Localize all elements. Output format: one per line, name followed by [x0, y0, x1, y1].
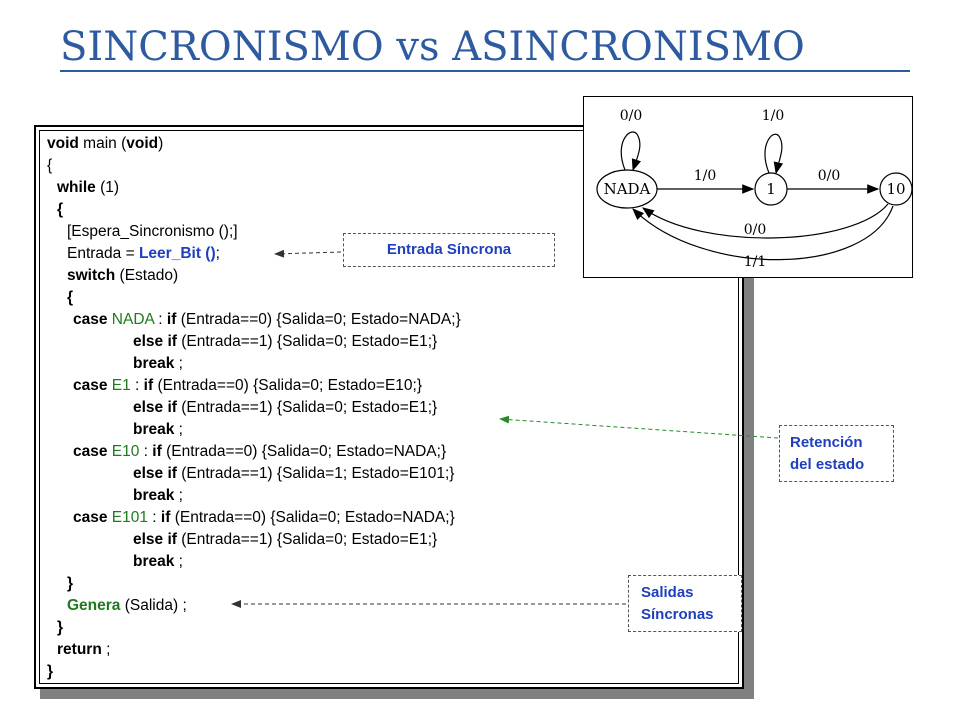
self-loop-nada [620, 131, 641, 172]
code-line-12: case E1 : if (Entrada==0) {Salida=0; Est… [73, 377, 423, 394]
label-10-to-nada-a: 0/0 [744, 222, 767, 238]
slide-title: SINCRONISMO vs ASINCRONISMO [60, 24, 805, 70]
label-10-to-nada-b: 1/1 [744, 254, 767, 270]
code-line-21: } [67, 575, 74, 592]
callout-entrada-sincrona: Entrada Síncrona [343, 233, 555, 267]
state-nada-label: NADA [604, 180, 651, 198]
code-line-14: break ; [133, 421, 183, 438]
arrow-10-to-nada-b [632, 205, 894, 261]
callout-entrada-text: Entrada Síncrona [386, 241, 512, 258]
callout-retencion-line2: del estado [790, 456, 865, 473]
callout-retencion-estado: Retención del estado [779, 425, 894, 482]
code-line-17: break ; [133, 487, 183, 504]
state-10-label: 10 [886, 180, 905, 198]
code-line-1: void main (void) [47, 135, 164, 152]
code-line-23: } [57, 619, 64, 636]
code-line-24: return ; [57, 641, 111, 658]
code-line-16: else if (Entrada==1) {Salida=1; Estado=E… [133, 465, 455, 482]
code-line-18: case E101 : if (Entrada==0) {Salida=0; E… [73, 509, 455, 526]
callout-salidas-sincronas: Salidas Síncronas [628, 575, 742, 632]
callout-salidas-line1: Salidas [641, 584, 694, 601]
code-line-8: { [67, 289, 74, 306]
code-line-10: else if (Entrada==1) {Salida=0; Estado=E… [133, 333, 438, 350]
callout-retencion-line1: Retención [790, 434, 863, 451]
code-inner-border [39, 130, 739, 684]
arrow-10-to-nada-a [642, 203, 889, 239]
code-line-20: break ; [133, 553, 183, 570]
code-line-6: Entrada = Leer_Bit (); [67, 245, 220, 262]
code-line-22: Genera (Salida) ; [67, 597, 187, 614]
code-line-25: } [47, 663, 54, 680]
code-line-4: { [57, 201, 64, 218]
label-nada-to-1: 1/0 [694, 168, 717, 184]
label-1-self: 1/0 [762, 108, 785, 124]
label-1-to-10: 0/0 [818, 168, 841, 184]
code-line-7: switch (Estado) [67, 267, 179, 284]
arrow-entrada-sincrona [274, 249, 342, 258]
callout-salidas-line2: Síncronas [641, 606, 714, 623]
code-line-19: else if (Entrada==1) {Salida=0; Estado=E… [133, 531, 438, 548]
code-line-13: else if (Entrada==1) {Salida=0; Estado=E… [133, 399, 438, 416]
label-nada-self: 0/0 [620, 108, 643, 124]
code-line-11: break ; [133, 355, 183, 372]
arrow-retencion-estado [499, 415, 779, 439]
code-line-3: while (1) [57, 179, 120, 196]
state-machine-diagram: NADA 1 10 0/0 1/0 1/0 0/0 0/0 1/1 [583, 96, 913, 278]
state-1-label: 1 [766, 180, 776, 198]
code-line-2: { [47, 157, 53, 174]
code-line-15: case E10 : if (Entrada==0) {Salida=0; Es… [73, 443, 447, 460]
self-loop-1 [764, 133, 784, 175]
state-10 [879, 172, 913, 206]
title-underline [60, 70, 910, 72]
code-line-5: [Espera_Sincronismo ();] [67, 223, 238, 240]
code-line-9: case NADA : if (Entrada==0) {Salida=0; E… [73, 311, 461, 328]
